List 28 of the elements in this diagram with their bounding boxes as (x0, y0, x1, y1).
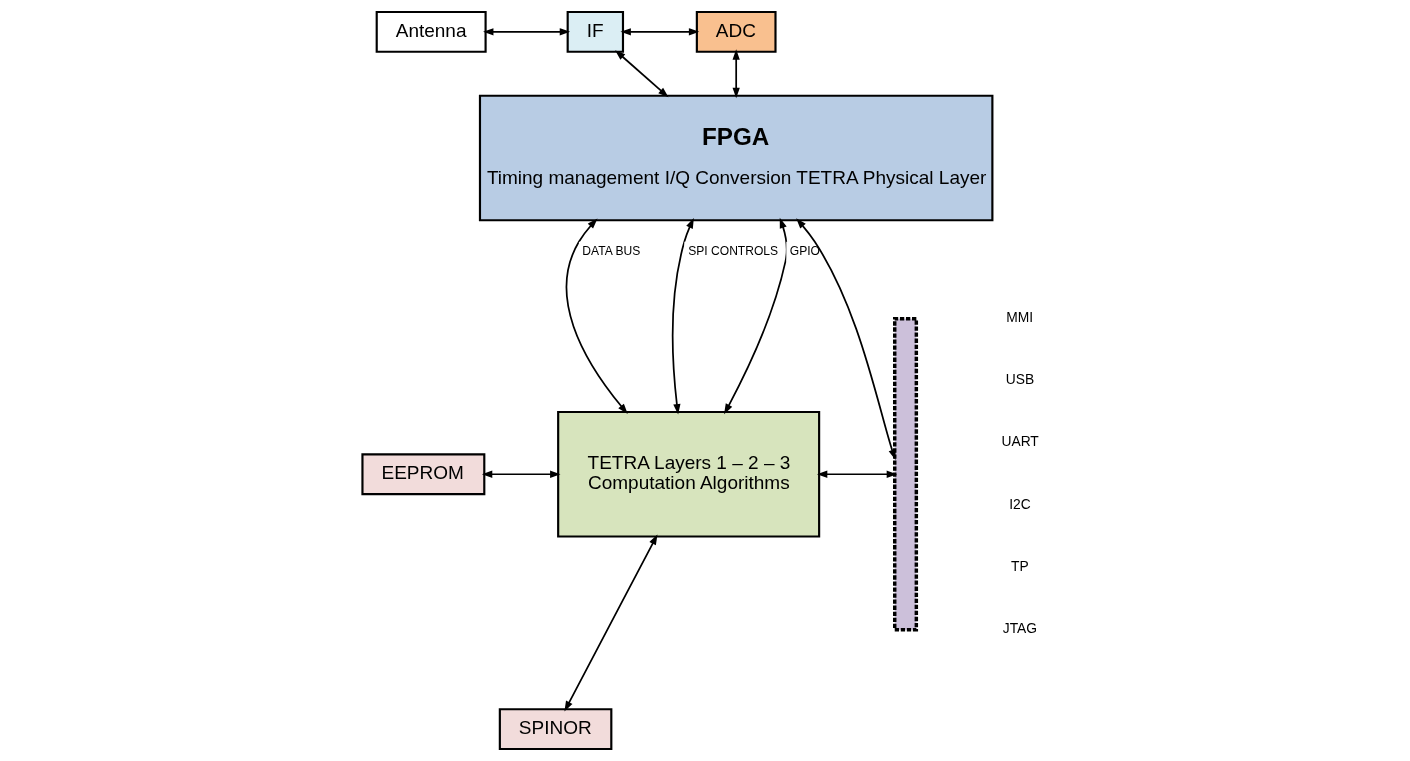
arrow (482, 28, 570, 36)
node-label: UART (1000, 433, 1039, 450)
node-box: SPINOR (498, 708, 612, 751)
arrow (614, 50, 668, 98)
edge-label: GPIO (789, 244, 820, 259)
arrow (816, 470, 897, 478)
node-bar (892, 317, 918, 632)
edge-label: DATA BUS (581, 244, 640, 259)
node-label: USB (1005, 371, 1034, 388)
node-label: I2C (1008, 495, 1031, 512)
node-box: Antenna (375, 10, 487, 53)
arrow (481, 470, 560, 478)
node-box: IF (566, 10, 624, 53)
node-box: ADC (695, 10, 777, 53)
node-label: JTAG (1002, 620, 1037, 637)
node-box: TETRA Layers 1 – 2 – 3 Computation Algorithms (556, 410, 820, 538)
edge-label: SPI CONTROLS (687, 244, 778, 259)
node-box: FPGA Timing management I/Q Conversion TETRA Physical Layer (478, 94, 993, 222)
arrow (723, 217, 788, 415)
arrow (620, 28, 699, 36)
arrow (565, 218, 628, 414)
arrow (563, 534, 657, 712)
arrow (795, 218, 896, 460)
node-label: TP (1010, 557, 1029, 574)
arrow (732, 49, 740, 99)
node-box: EEPROM (360, 453, 485, 496)
arrow (671, 217, 694, 415)
node-label: MMI (1005, 309, 1033, 325)
